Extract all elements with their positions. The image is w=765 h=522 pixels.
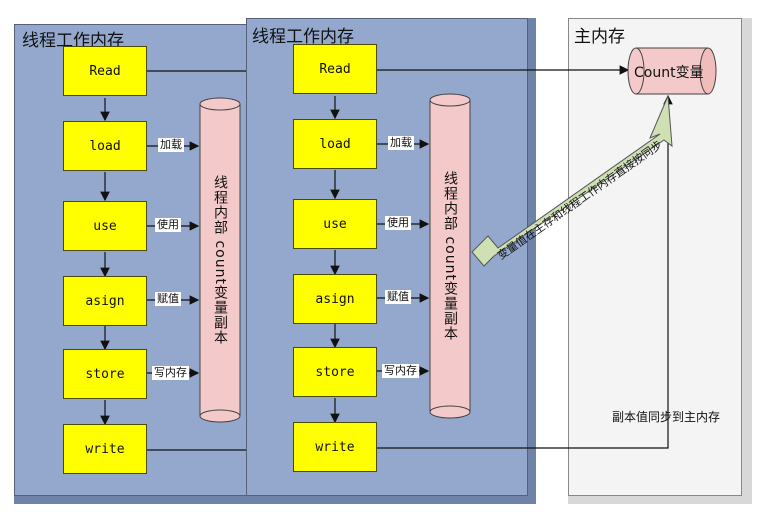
thread2-store-step: store	[293, 347, 377, 397]
count-variable-cylinder	[627, 47, 717, 95]
thread1-asign-step: asign	[63, 276, 147, 326]
thread1-use-step: use	[63, 201, 147, 251]
direct-sync-arrow	[471, 95, 673, 267]
thread1-store-step: store	[63, 349, 147, 399]
main-memory-sync-label: 副本值同步到主内存	[612, 410, 721, 424]
thread1-copy-label-area: 线程内部 count变量副本	[197, 100, 243, 420]
main-memory-panel	[568, 18, 742, 496]
thread-panel-1-edge	[14, 496, 276, 504]
thread1-load-label: 加载	[158, 138, 184, 152]
thread1-read-step: Read	[63, 46, 147, 96]
copy-cylinder-2	[429, 93, 471, 419]
thread2-store-label: 写内存	[382, 364, 419, 378]
thread1-use-label: 使用	[155, 218, 181, 232]
thread2-load-step: load	[293, 119, 377, 169]
main-memory-title: 主内存	[574, 27, 625, 47]
thread2-read-step: Read	[293, 44, 377, 94]
thread2-copy-label-area: 线程内部 count变量副本	[427, 96, 473, 416]
thread1-load-step: load	[63, 121, 147, 171]
thread1-store-label: 写内存	[152, 366, 189, 380]
thread-2-title: 线程工作内存	[252, 27, 354, 47]
thread2-asign-step: asign	[293, 274, 377, 324]
thread-panel-2-bottom-edge	[246, 496, 536, 504]
thread2-use-step: use	[293, 199, 377, 249]
main-memory-panel-edge	[742, 18, 752, 496]
thread1-write-step: write	[63, 424, 147, 474]
copy-cylinder-1	[199, 97, 241, 423]
thread2-write-step: write	[293, 422, 377, 472]
thread2-use-label: 使用	[385, 216, 411, 230]
thread2-assign-label: 赋值	[385, 290, 411, 304]
thread2-copy-label: 线程内部 count变量副本	[442, 171, 458, 341]
thread-panel-2-edge	[528, 18, 536, 496]
thread2-load-label: 加载	[388, 136, 414, 150]
count-variable-label: Count变量	[634, 65, 704, 81]
thread1-copy-label: 线程内部 count变量副本	[212, 175, 228, 345]
main-memory-panel-bottom-edge	[568, 496, 752, 504]
thread1-assign-label: 赋值	[155, 292, 181, 306]
